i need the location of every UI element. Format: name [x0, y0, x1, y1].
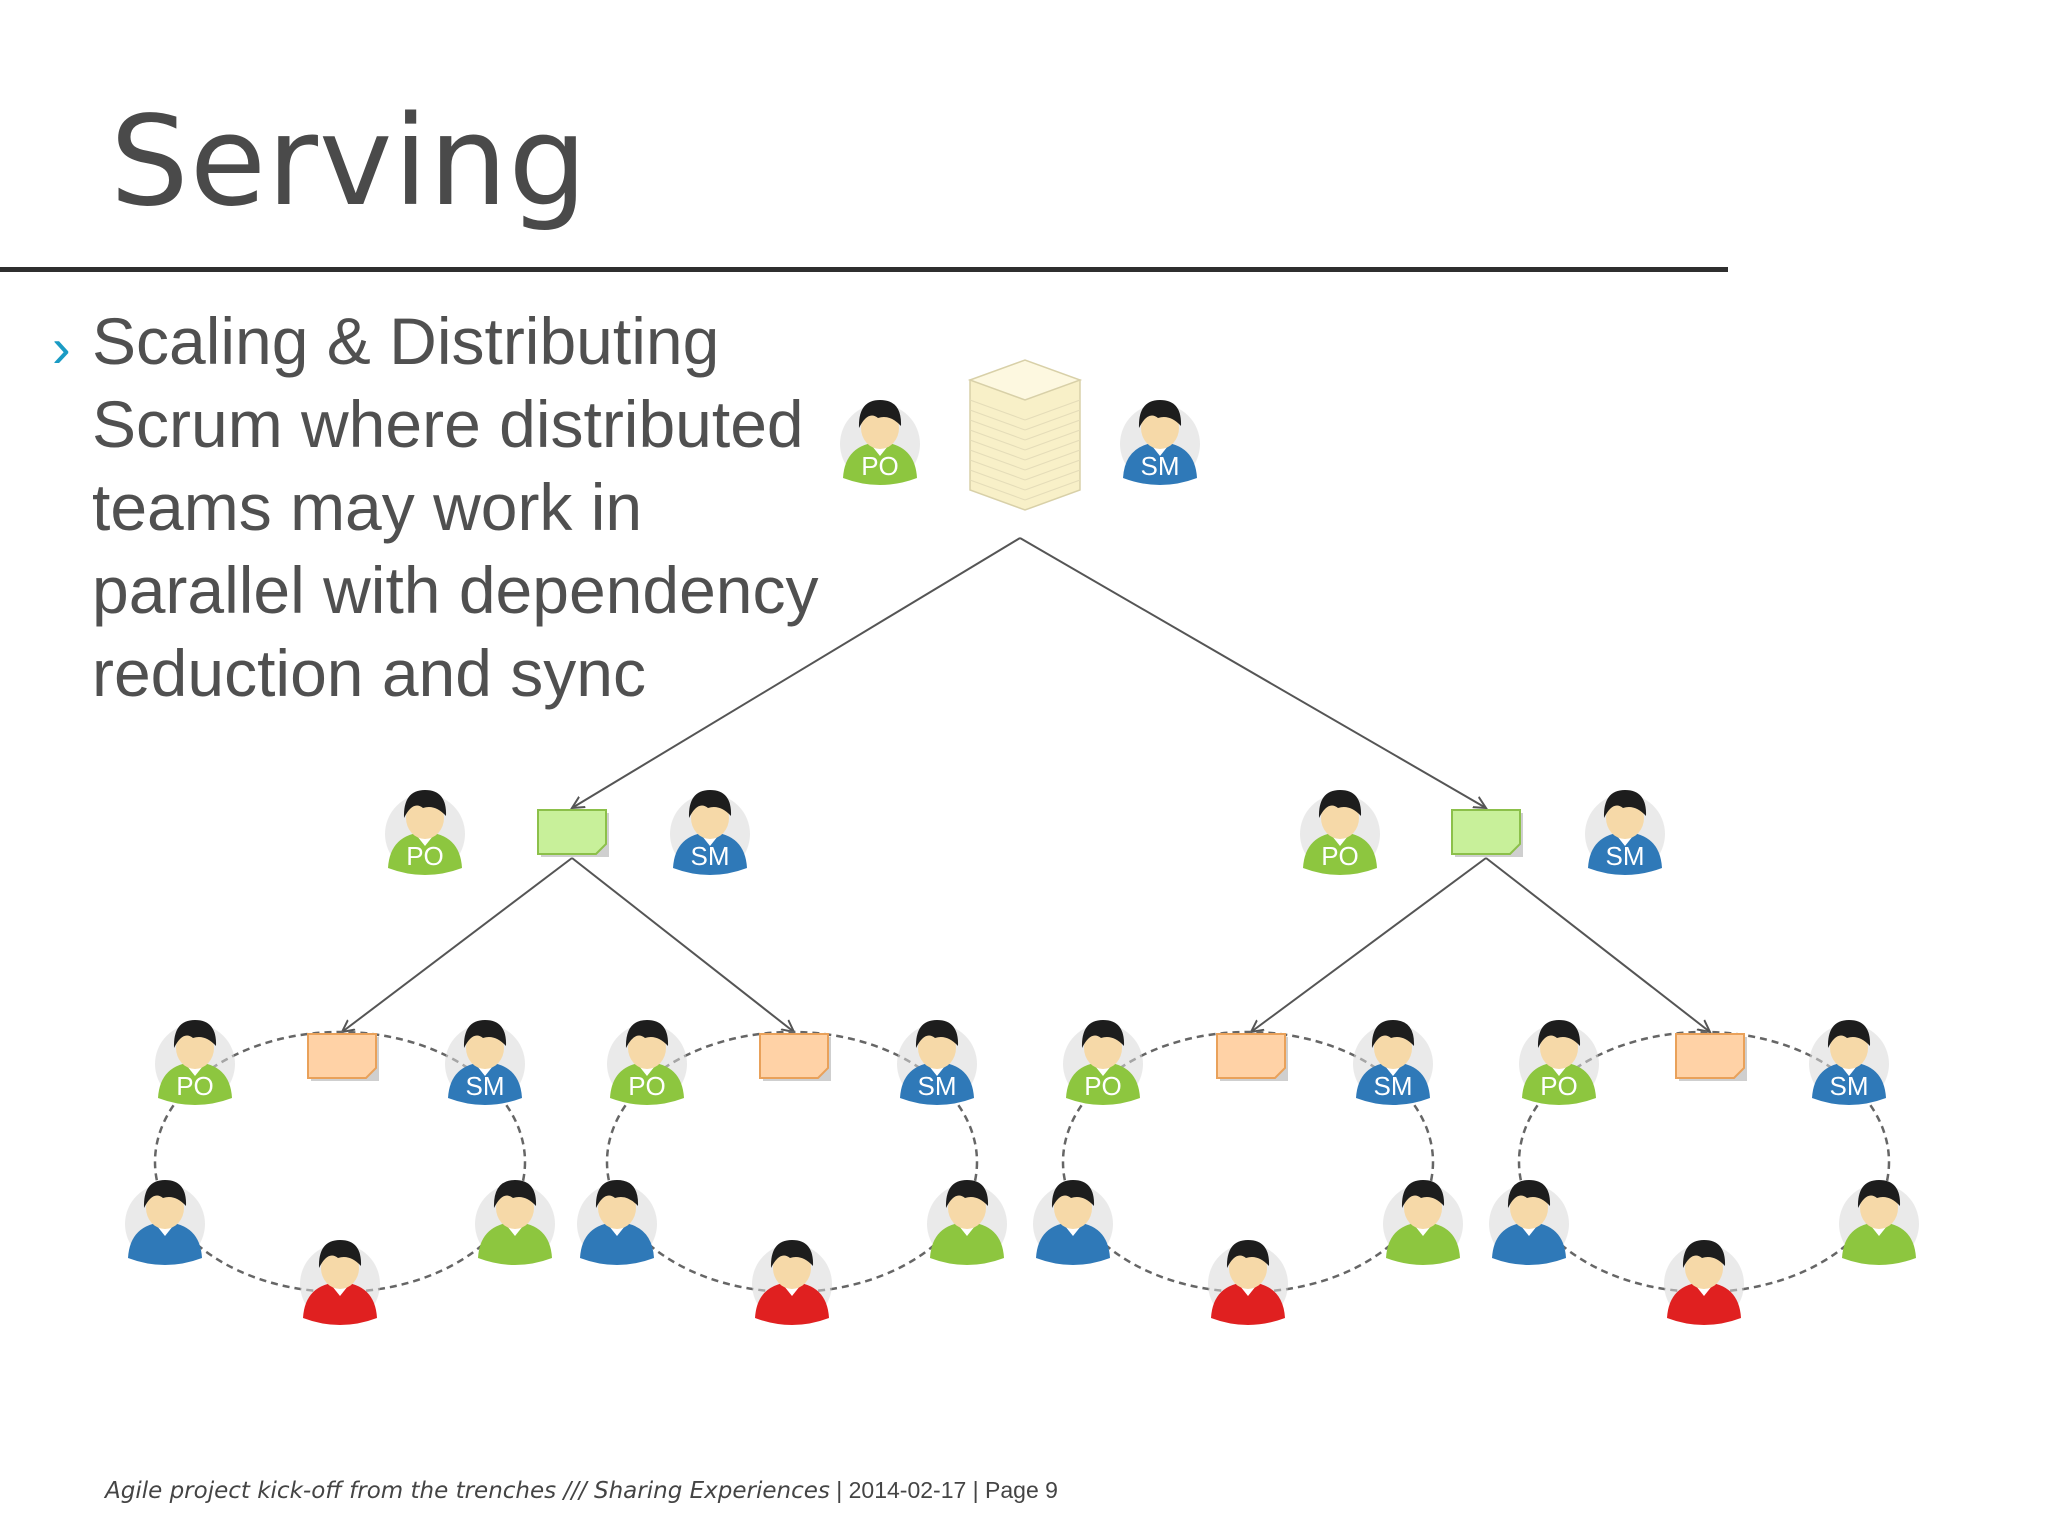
scrum-team — [153, 1030, 527, 1294]
slide-title: Serving — [110, 90, 589, 234]
dependency-arrow — [342, 857, 573, 1032]
area-backlog-icon — [537, 809, 609, 857]
sm-label: SM — [918, 1071, 957, 1101]
team-member-avatar — [927, 1180, 1007, 1265]
team-product-owner-avatar: PO — [1063, 1020, 1143, 1105]
bullet-text: Scaling & Distributing Scrum where distr… — [92, 304, 819, 710]
team-member-avatar — [475, 1180, 555, 1265]
dependency-arrow — [571, 857, 794, 1032]
team-member-avatar — [300, 1240, 380, 1325]
team-member-avatar — [752, 1240, 832, 1325]
po-label: PO — [861, 451, 899, 481]
team-backlog-icon — [1675, 1033, 1747, 1081]
area-scrum-master-avatar: SM — [670, 790, 750, 875]
footer-separator: | — [966, 1477, 986, 1503]
po-label: PO — [406, 841, 444, 871]
team-product-owner-avatar: PO — [607, 1020, 687, 1105]
sm-label: SM — [691, 841, 730, 871]
scaled-scrum-diagram: PO SM PO SM PO SM PO SM PO SM PO SM PO SM — [125, 359, 1919, 1325]
po-label: PO — [1084, 1071, 1122, 1101]
po-label: PO — [628, 1071, 666, 1101]
sm-label: SM — [1141, 451, 1180, 481]
team-member-avatar — [1489, 1180, 1569, 1265]
footer-page-number: Page 9 — [985, 1477, 1058, 1503]
team-scrum-master-avatar: SM — [445, 1020, 525, 1105]
dependency-arrow — [1019, 537, 1486, 808]
team-member-avatar — [1383, 1180, 1463, 1265]
dependency-arrow — [572, 537, 1021, 808]
slide-footer: Agile project kick-off from the trenches… — [105, 1477, 1058, 1504]
scrum-team — [1517, 1030, 1891, 1294]
team-member-avatar — [125, 1180, 205, 1265]
footer-date: 2014-02-17 — [848, 1477, 967, 1503]
sm-label: SM — [1606, 841, 1645, 871]
po-label: PO — [1540, 1071, 1578, 1101]
scrum-master-avatar: SM — [1120, 400, 1200, 485]
area-product-owner-avatar: PO — [385, 790, 465, 875]
title-divider — [0, 267, 1728, 272]
dependency-arrow — [1485, 857, 1710, 1032]
sm-label: SM — [1374, 1071, 1413, 1101]
team-scrum-master-avatar: SM — [1809, 1020, 1889, 1105]
product-backlog-icon — [967, 359, 1083, 511]
team-scrum-master-avatar: SM — [1353, 1020, 1433, 1105]
team-member-avatar — [1033, 1180, 1113, 1265]
team-member-avatar — [1664, 1240, 1744, 1325]
scrum-team — [1061, 1030, 1435, 1294]
product-owner-avatar: PO — [840, 400, 920, 485]
team-scrum-master-avatar: SM — [897, 1020, 977, 1105]
team-product-owner-avatar: PO — [155, 1020, 235, 1105]
team-member-avatar — [1208, 1240, 1288, 1325]
team-backlog-icon — [1216, 1033, 1288, 1081]
footer-course-title: Agile project kick-off from the trenches… — [105, 1478, 830, 1504]
area-backlog-icon — [1451, 809, 1523, 857]
team-member-avatar — [1839, 1180, 1919, 1265]
sm-label: SM — [466, 1071, 505, 1101]
dependency-arrow — [1251, 857, 1487, 1032]
team-backlog-icon — [759, 1033, 831, 1081]
chevron-right-icon: › — [52, 316, 71, 379]
team-backlog-icon — [307, 1033, 379, 1081]
po-label: PO — [176, 1071, 214, 1101]
team-product-owner-avatar: PO — [1519, 1020, 1599, 1105]
scrum-team — [605, 1030, 979, 1294]
area-scrum-master-avatar: SM — [1585, 790, 1665, 875]
po-label: PO — [1321, 841, 1359, 871]
area-product-owner-avatar: PO — [1300, 790, 1380, 875]
team-member-avatar — [577, 1180, 657, 1265]
sm-label: SM — [1830, 1071, 1869, 1101]
footer-separator: | — [829, 1477, 849, 1503]
